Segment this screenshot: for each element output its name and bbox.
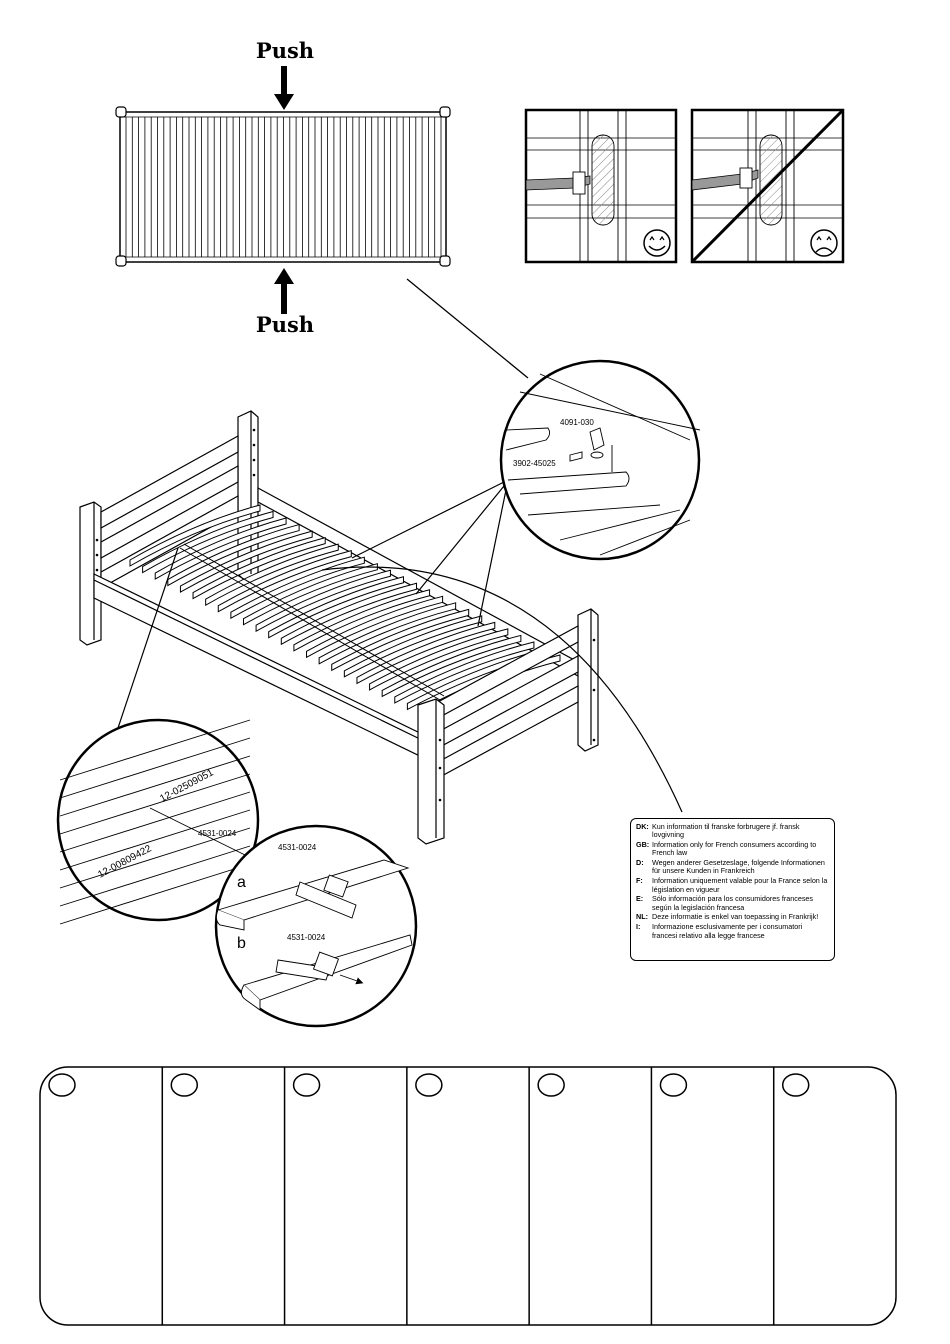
push-arrow-icon: [274, 66, 294, 110]
legend-lang: I:: [636, 922, 641, 932]
bed-slat: [280, 582, 418, 646]
slat-edge: [59, 773, 251, 835]
bed-slat: [293, 589, 431, 652]
step-label-b: b: [237, 935, 246, 952]
slat-edge: [59, 809, 251, 871]
checklist-circle: [781, 1073, 810, 1097]
bed-isometric-view: [79, 410, 599, 845]
push-arrow-icon: [274, 268, 294, 314]
push-label-top: Push: [256, 38, 314, 63]
checklist-circle: [659, 1073, 688, 1097]
checklist-box: [39, 1066, 897, 1326]
slat-edge: [59, 791, 251, 853]
legend-row: D: Wegen anderer Gesetzeslage, folgende I…: [636, 859, 829, 876]
legend-lang: NL:: [636, 912, 648, 922]
bed-slat: [343, 615, 483, 678]
part-code-strap: 4531-0024: [198, 829, 237, 838]
legend-lang: GB:: [636, 840, 650, 850]
strap-detail-circle: 4531-0024 4531-0024 a b: [214, 824, 418, 1028]
slat-edge: [59, 845, 251, 907]
checklist-circle: [48, 1073, 76, 1097]
part-code-strap-a: 4531-0024: [278, 843, 317, 852]
bed-slat: [306, 595, 444, 659]
legend-text: Sólo información para los consumidores f…: [652, 894, 813, 912]
bed-slat: [129, 504, 261, 567]
step-label-a: a: [237, 874, 246, 891]
legend-row: NL: Deze informatie is enkel van toepassi…: [636, 912, 829, 922]
bed-slat: [217, 550, 352, 613]
checklist-circle: [170, 1073, 199, 1097]
legend-row: DK:Kun information til franske forbruger…: [636, 822, 829, 840]
bed-slat: [255, 569, 391, 633]
incorrect-fitting-panel: [690, 108, 845, 264]
french-consumer-info-box: DK:Kun information til franske forbruger…: [630, 818, 835, 961]
slat-edge: [59, 827, 251, 889]
legend-text: Wegen anderer Gesetzeslage, folgende Inf…: [652, 858, 825, 876]
legend-text: Information only for French consumers ac…: [652, 840, 817, 858]
slat-edge: [59, 719, 251, 781]
legend-lang: DK:: [636, 822, 649, 831]
smiley-happy-icon: [643, 229, 671, 257]
bed-slat: [369, 628, 509, 691]
checklist-circle: [415, 1073, 443, 1097]
part-code-bracket: 4091-030: [560, 418, 594, 427]
bed-slat: [230, 556, 365, 620]
bed-slat: [331, 608, 470, 672]
checklist-circle: [292, 1073, 321, 1097]
bed-slat: [242, 563, 378, 626]
slat-edge: [59, 737, 251, 799]
legend-text: Information uniquement valable pour la F…: [652, 876, 828, 894]
bed-slat: [192, 536, 326, 600]
legend-lang: D:: [636, 858, 644, 868]
slat-frame-top-view: [115, 106, 451, 267]
bed-slat: [179, 530, 313, 593]
slat-edge: [59, 755, 251, 817]
push-label-bottom: Push: [256, 312, 314, 337]
legend-text: Informazione esclusivamente per i consum…: [652, 922, 803, 940]
legend-text: Deze informatie is enkel van toepassing …: [652, 912, 819, 922]
bed-slat: [205, 543, 339, 606]
legend-row: GB:Information only for French consumers…: [636, 841, 829, 858]
bed-slat: [167, 523, 300, 587]
slat-label-detail-circle: 12-02509051 12-00809422 4531-0024: [56, 718, 260, 925]
correct-fitting-panel: [524, 108, 678, 264]
legend-row: E: Sólo información para los consumidores…: [636, 895, 829, 912]
bed-slat: [154, 517, 287, 580]
smiley-sad-icon: [810, 229, 838, 257]
part-code-screw: 3902-45025: [513, 459, 556, 468]
legend-row: F: Information uniquement valable pour la…: [636, 877, 829, 894]
bed-slat: [381, 634, 522, 698]
part-code-strap-b: 4531-0024: [287, 933, 326, 942]
legend-lang: F:: [636, 876, 643, 886]
bed-slat: [394, 641, 535, 704]
bed-slat: [318, 602, 457, 665]
checklist-circle: [537, 1073, 565, 1097]
bracket-detail-circle: 4091-030 3902-45025: [499, 359, 701, 561]
slat-edge: [59, 863, 251, 925]
legend-lang: E:: [636, 894, 644, 904]
legend-row: I: Informazione esclusivamente per i cons…: [636, 923, 829, 940]
legend-text: Kun information til franske forbrugere j…: [652, 822, 800, 840]
